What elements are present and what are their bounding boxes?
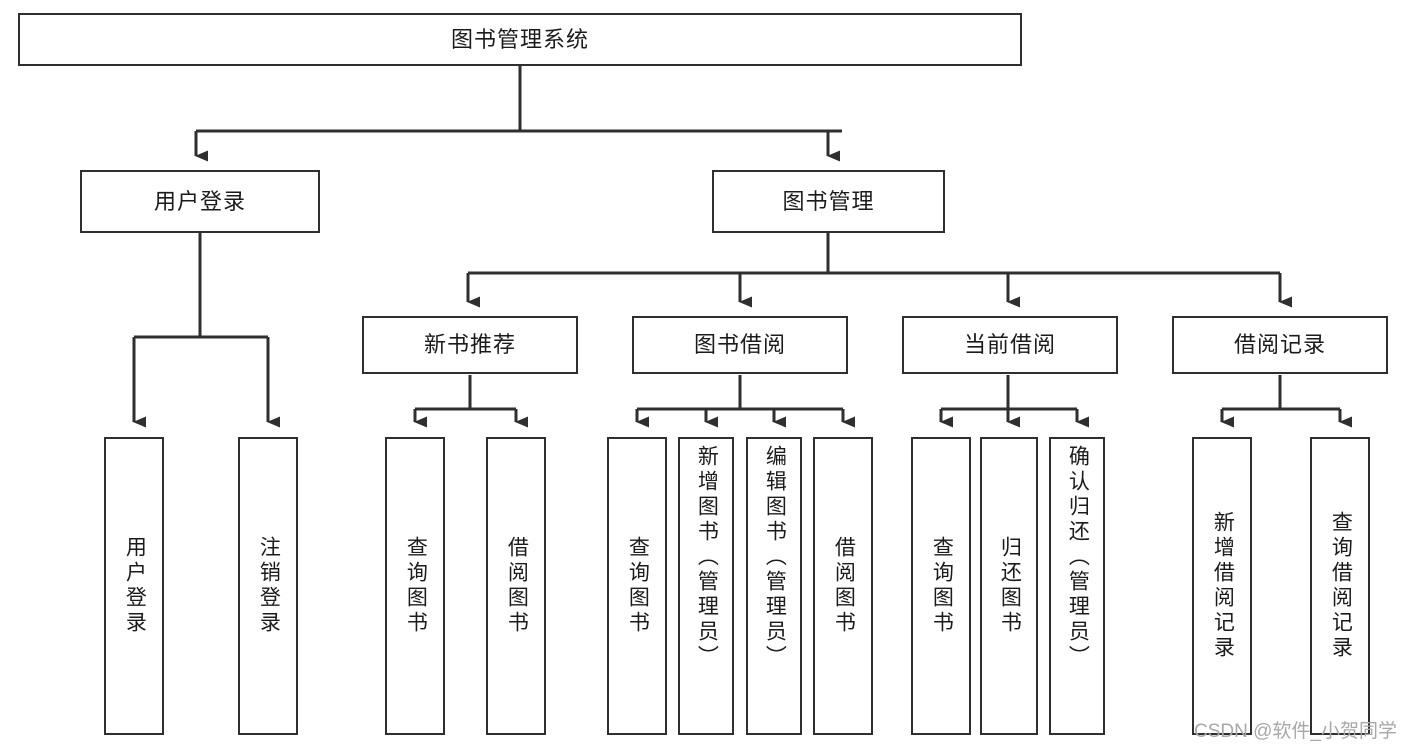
node-root[interactable]: 图书管理系统 — [18, 13, 1022, 66]
node-leaf-edit-book-label: 编辑图书（管理员） — [763, 445, 787, 670]
node-leaf-query-book-cb[interactable]: 查询图书 — [911, 437, 971, 735]
node-leaf-borrow-book-bb-label: 借阅图书 — [832, 536, 856, 636]
node-leaf-user-login[interactable]: 用户登录 — [104, 437, 164, 735]
node-leaf-add-borrow-record-label: 新增借阅记录 — [1211, 511, 1235, 661]
node-leaf-borrow-book-nr-label: 借阅图书 — [505, 536, 529, 636]
node-leaf-logout[interactable]: 注销登录 — [238, 437, 298, 735]
node-leaf-query-book-nr[interactable]: 查询图书 — [385, 437, 445, 735]
node-user-login-label: 用户登录 — [153, 188, 246, 214]
node-book-borrow-label: 图书借阅 — [693, 332, 786, 358]
node-leaf-query-borrow-record[interactable]: 查询借阅记录 — [1310, 437, 1370, 735]
node-leaf-borrow-book-nr[interactable]: 借阅图书 — [486, 437, 546, 735]
node-leaf-logout-label: 注销登录 — [257, 536, 281, 636]
node-borrow-record[interactable]: 借阅记录 — [1172, 316, 1388, 374]
node-book-management[interactable]: 图书管理 — [712, 170, 945, 233]
node-leaf-query-book-cb-label: 查询图书 — [930, 536, 954, 636]
node-leaf-user-login-label: 用户登录 — [123, 536, 147, 636]
node-leaf-query-borrow-record-label: 查询借阅记录 — [1329, 511, 1353, 661]
node-leaf-borrow-book-bb[interactable]: 借阅图书 — [813, 437, 873, 735]
node-new-book-recommend-label: 新书推荐 — [423, 332, 516, 358]
node-root-label: 图书管理系统 — [450, 26, 589, 52]
node-book-management-label: 图书管理 — [782, 188, 875, 214]
node-borrow-record-label: 借阅记录 — [1233, 332, 1326, 358]
node-book-borrow[interactable]: 图书借阅 — [632, 316, 848, 374]
node-leaf-query-book-nr-label: 查询图书 — [404, 536, 428, 636]
node-leaf-edit-book[interactable]: 编辑图书（管理员） — [746, 437, 802, 735]
node-leaf-query-book-bb-label: 查询图书 — [626, 536, 650, 636]
node-current-borrow-label: 当前借阅 — [963, 332, 1056, 358]
node-leaf-add-book[interactable]: 新增图书（管理员） — [678, 437, 734, 735]
node-leaf-return-book[interactable]: 归还图书 — [980, 437, 1038, 735]
node-leaf-add-borrow-record[interactable]: 新增借阅记录 — [1192, 437, 1252, 735]
node-leaf-add-book-label: 新增图书（管理员） — [695, 445, 719, 670]
node-leaf-query-book-bb[interactable]: 查询图书 — [607, 437, 667, 735]
node-new-book-recommend[interactable]: 新书推荐 — [362, 316, 578, 374]
node-leaf-return-book-label: 归还图书 — [998, 536, 1022, 636]
node-leaf-confirm-return[interactable]: 确认归还（管理员） — [1049, 437, 1105, 735]
node-user-login[interactable]: 用户登录 — [80, 170, 320, 233]
node-leaf-confirm-return-label: 确认归还（管理员） — [1066, 445, 1090, 670]
node-current-borrow[interactable]: 当前借阅 — [902, 316, 1118, 374]
